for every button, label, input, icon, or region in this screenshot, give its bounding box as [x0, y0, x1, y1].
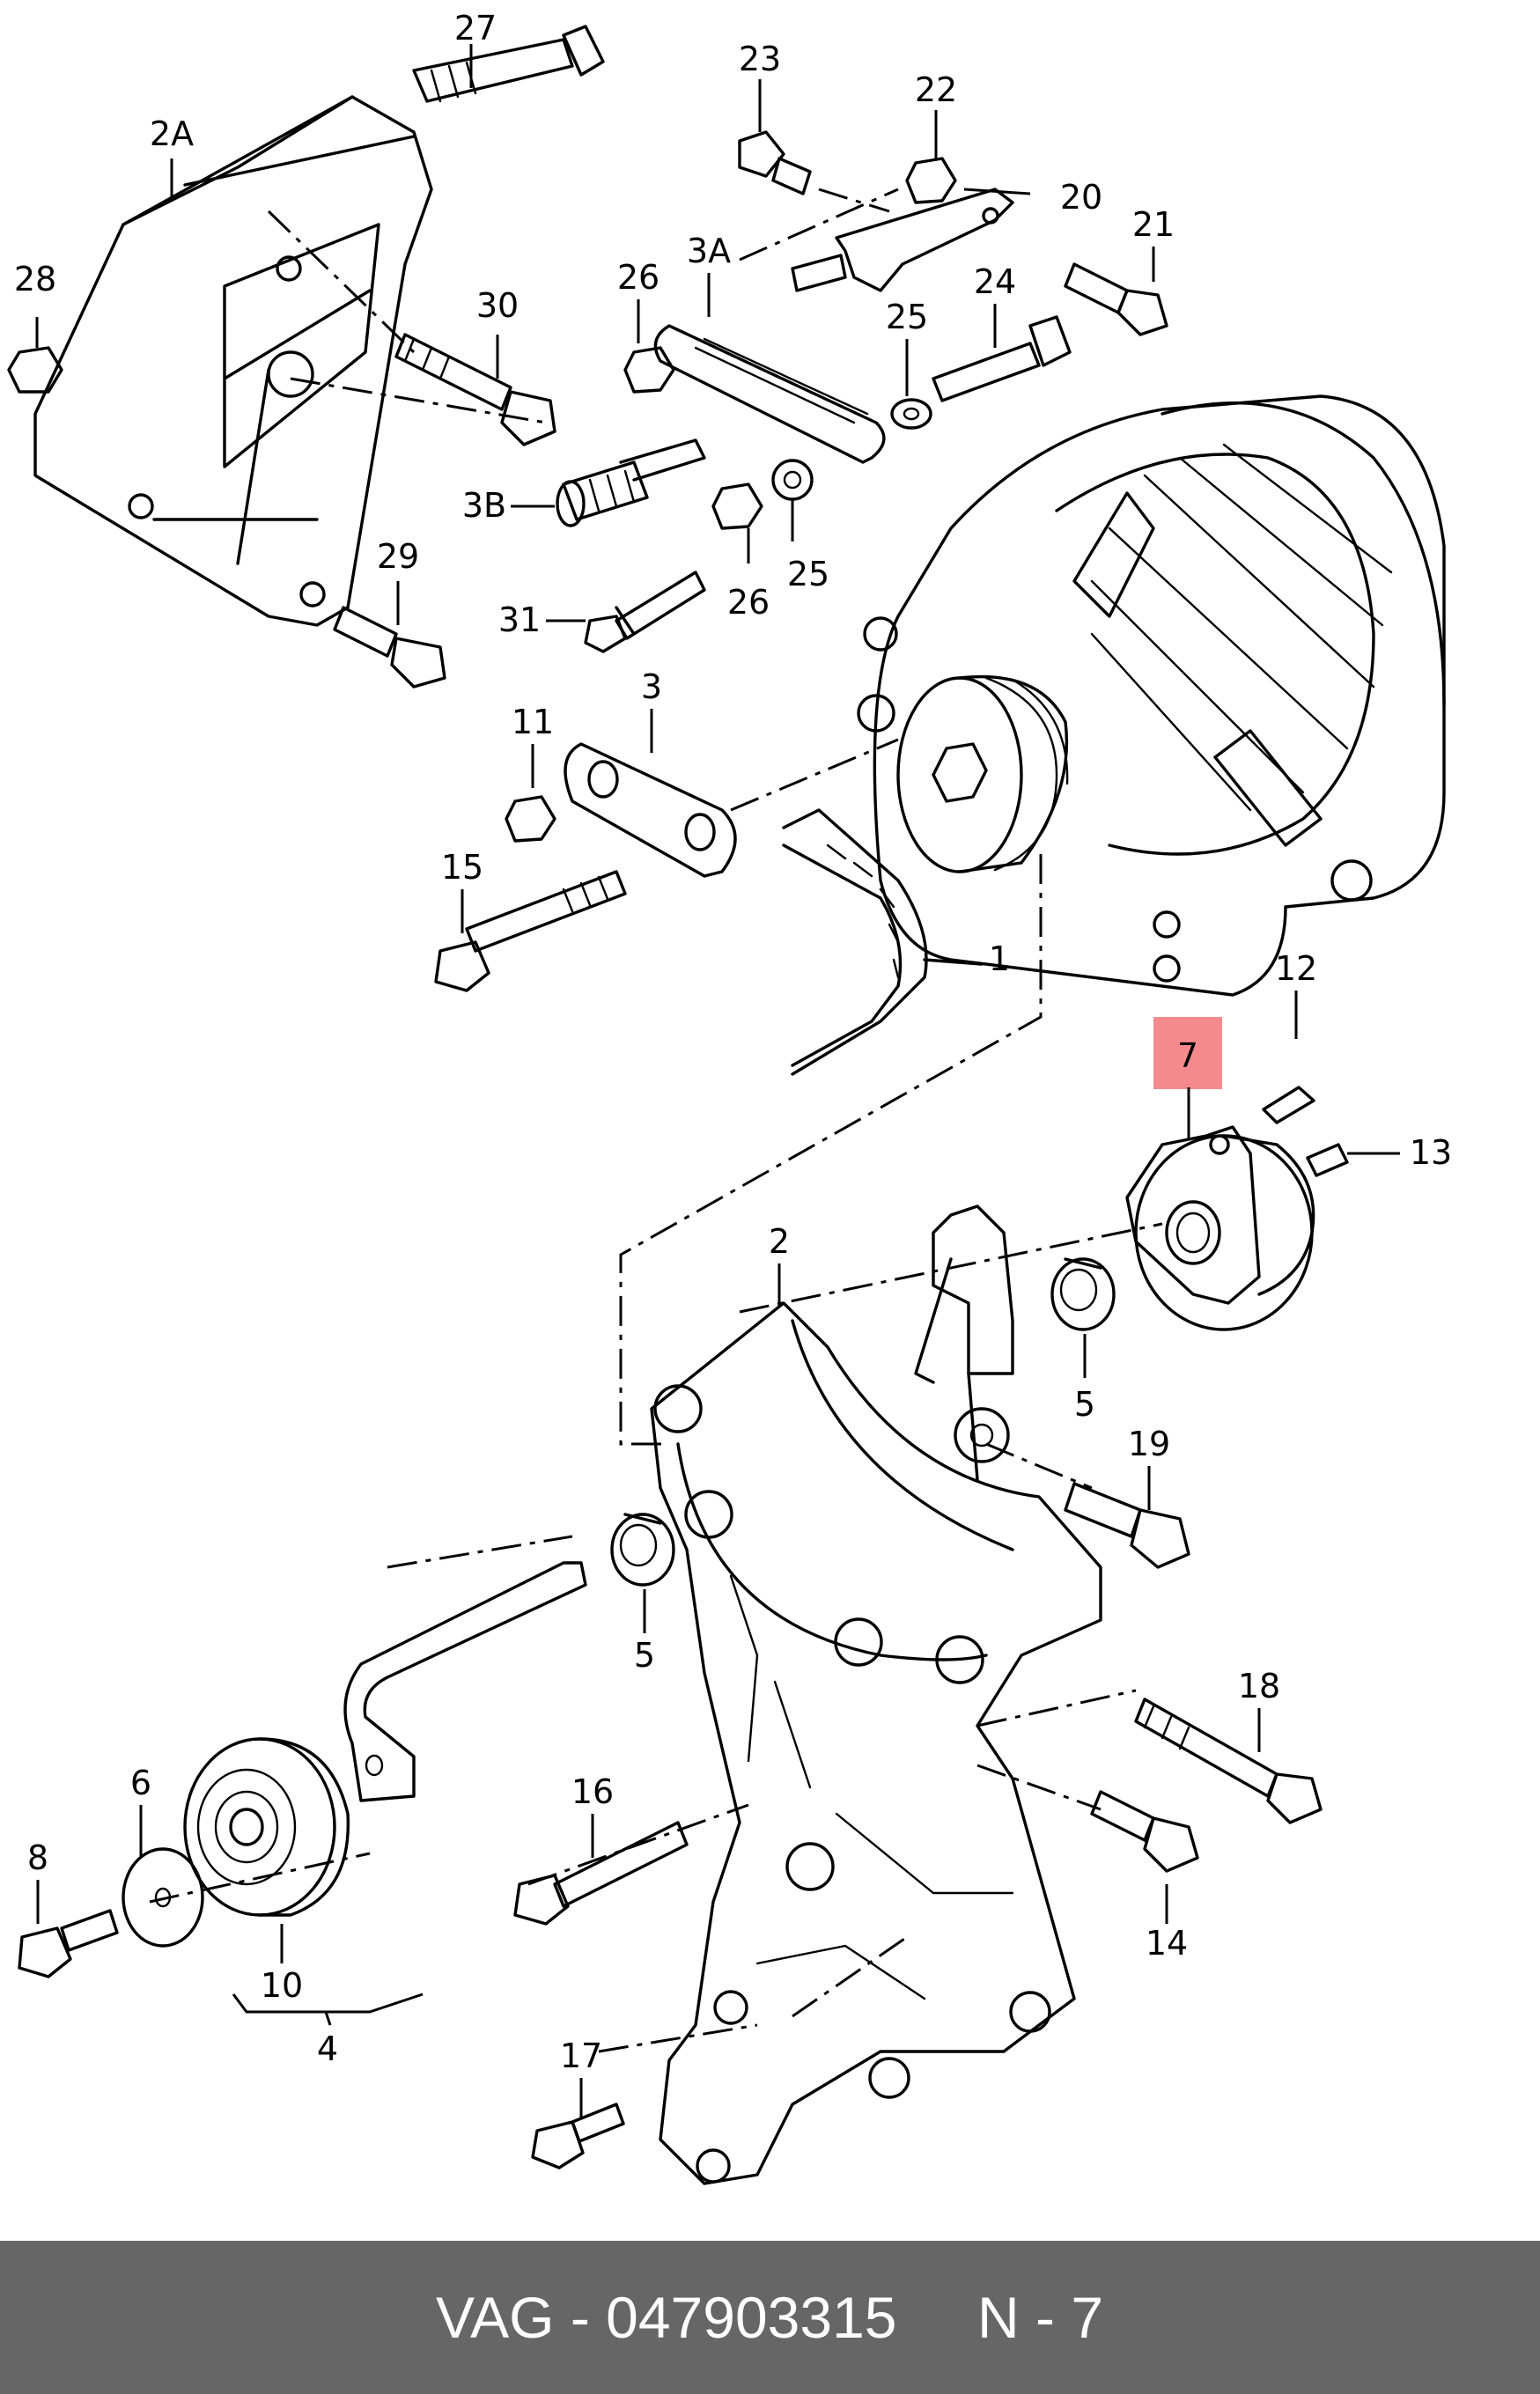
callout-20: 20 [1060, 178, 1102, 217]
bolt-24 [932, 315, 1072, 402]
bolt-18 [1134, 1698, 1323, 1824]
callout-5-lower: 5 [634, 1636, 655, 1675]
part-number-footer: VAG - 047903315 N - 7 [0, 2241, 1540, 2394]
alignment-lines [149, 188, 1163, 2053]
callout-16: 16 [571, 1772, 614, 1811]
alternator-pulley [896, 674, 1069, 873]
callout-23: 23 [739, 40, 781, 78]
callout-17: 17 [560, 2037, 602, 2075]
spacer-5-lower [610, 1513, 675, 1587]
callout-labels: 27 2A 28 30 29 23 22 20 21 26 3A 24 25 3… [14, 9, 1452, 2075]
adjuster-3b [556, 438, 706, 527]
alternator [857, 394, 1446, 997]
callout-24: 24 [974, 262, 1016, 301]
callout-25-lower: 25 [787, 555, 829, 593]
callout-1: 1 [989, 939, 1010, 978]
nut-26-upper [623, 346, 675, 394]
callout-28: 28 [14, 260, 56, 298]
link-plate-3 [564, 742, 737, 878]
callout-25-upper: 25 [886, 298, 928, 336]
callout-3b: 3B [462, 486, 506, 525]
callout-19: 19 [1128, 1425, 1170, 1463]
callout-5-upper: 5 [1074, 1385, 1095, 1424]
callout-13: 13 [1410, 1133, 1452, 1172]
leader-lines [35, 44, 1400, 2118]
washer-19 [954, 1407, 1010, 1463]
bolt-17 [531, 2103, 625, 2169]
callout-21: 21 [1132, 205, 1175, 244]
bracket-20 [791, 188, 1014, 292]
nut-26-lower [711, 482, 763, 530]
tensioner-pulley-7 [1125, 1125, 1315, 1331]
spacer-5-upper [1050, 1257, 1116, 1331]
diagram-reference-label: N - 7 [977, 2285, 1104, 2350]
idler-pulley-10 [183, 1737, 350, 1917]
bolt-14 [1090, 1790, 1199, 1873]
nut-22 [905, 157, 957, 204]
stud-31 [584, 571, 706, 653]
bolt-19 [1064, 1482, 1190, 1569]
bolt-15 [434, 870, 627, 992]
callout-6: 6 [130, 1764, 151, 1802]
callout-26-upper: 26 [617, 258, 659, 297]
callout-26-lower: 26 [727, 583, 770, 622]
bolt-23 [738, 130, 812, 195]
callout-7: 7 [1177, 1036, 1198, 1075]
bolt-12-13 [1262, 1086, 1349, 1177]
callout-8: 8 [27, 1838, 48, 1877]
callout-12: 12 [1275, 949, 1317, 988]
callout-3a: 3A [687, 232, 731, 270]
washer-6 [122, 1847, 204, 1948]
washer-25-upper [890, 398, 932, 430]
bolt-29 [333, 606, 446, 689]
callout-11: 11 [512, 703, 554, 741]
callout-30: 30 [476, 286, 519, 325]
bolt-27 [412, 25, 605, 103]
nut-11 [505, 795, 556, 843]
nut-28 [7, 346, 63, 394]
ribbed-belt-1 [782, 808, 984, 1076]
idler-arm [343, 1561, 587, 1802]
exploded-parts-diagram: 27 2A 28 30 29 23 22 20 21 26 3A 24 25 3… [7, 9, 1452, 2185]
part-number-label: VAG - 047903315 [436, 2285, 897, 2350]
callout-2a: 2A [150, 114, 194, 153]
callout-4: 4 [317, 2029, 338, 2068]
callout-22: 22 [915, 70, 957, 109]
bolt-16 [513, 1821, 689, 1926]
washer-25-lower [771, 459, 814, 501]
callout-2: 2 [769, 1222, 790, 1261]
callout-10: 10 [261, 1966, 303, 2005]
callout-3: 3 [641, 667, 662, 706]
group-brace-4 [232, 1993, 424, 2026]
callout-14: 14 [1146, 1924, 1188, 1963]
callout-31: 31 [498, 600, 541, 639]
highlight-box-7 [1153, 1017, 1222, 1089]
bracket-2 [650, 1204, 1102, 2185]
strap-3a [653, 324, 886, 464]
bracket-2a [33, 95, 433, 627]
callout-18: 18 [1238, 1667, 1280, 1705]
bolt-30 [394, 333, 556, 446]
bolt-8 [18, 1909, 119, 1978]
callout-15: 15 [441, 848, 483, 887]
callout-27: 27 [454, 9, 497, 48]
bolt-21 [1064, 262, 1168, 336]
callout-29: 29 [377, 537, 419, 576]
